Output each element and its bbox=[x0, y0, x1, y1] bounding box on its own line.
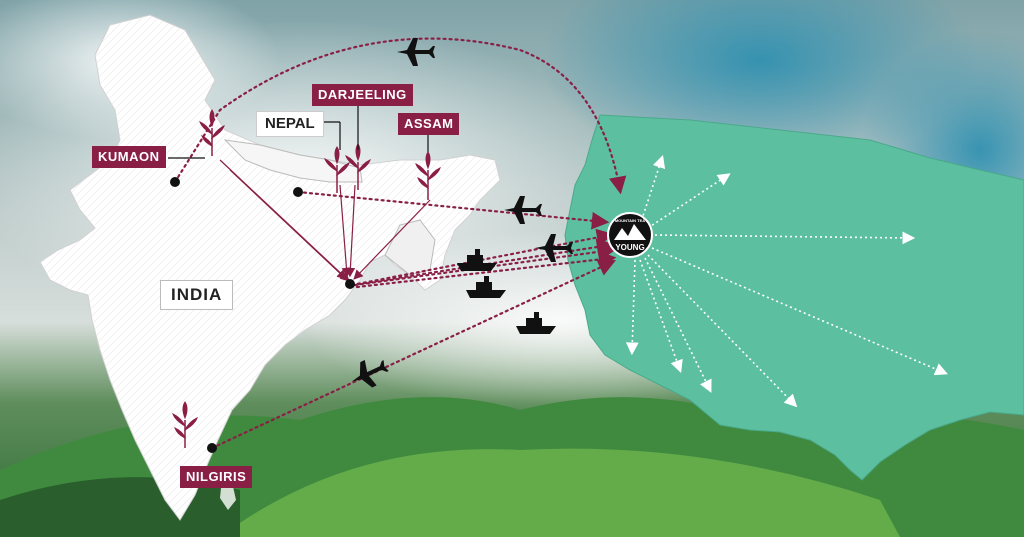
india-label: INDIA bbox=[160, 280, 234, 310]
kumaon-dot bbox=[170, 177, 180, 187]
nepal-dot bbox=[293, 187, 303, 197]
airplane-icon bbox=[535, 234, 573, 262]
ship-icon bbox=[516, 312, 556, 334]
assam-label: ASSAM bbox=[398, 113, 460, 135]
logo-sub-text: MOUNTAIN TEA bbox=[615, 218, 645, 223]
kumaon-label: KUMAON bbox=[92, 146, 166, 168]
nepal-label: NEPAL bbox=[256, 111, 324, 137]
ship-icon bbox=[457, 249, 497, 271]
tea-plant-icon bbox=[172, 401, 198, 448]
label-leader-lines bbox=[168, 104, 429, 159]
nepal-map-shape bbox=[223, 139, 363, 183]
darjeeling-label: DARJEELING bbox=[312, 84, 413, 106]
origin-dots bbox=[170, 177, 355, 453]
india-map-hatch bbox=[40, 15, 500, 520]
distribution-arrows bbox=[625, 154, 948, 408]
airplane-icon bbox=[351, 360, 389, 388]
nilgiris-label: NILGIRIS bbox=[180, 466, 253, 488]
tea-terraces bbox=[220, 448, 900, 537]
young-mountain-tea-logo-icon: YOUNG MOUNTAIN TEA bbox=[607, 212, 653, 258]
airplane-icon bbox=[504, 196, 542, 224]
kolkata-hub-dot bbox=[345, 279, 355, 289]
logo-main-text: YOUNG bbox=[615, 243, 644, 252]
nilgiris-dot bbox=[207, 443, 217, 453]
tea-plant-icon bbox=[199, 109, 225, 156]
internal-routes bbox=[219, 159, 431, 282]
tea-plant-icon bbox=[324, 146, 350, 193]
ship-icon bbox=[466, 276, 506, 298]
tea-plant-icon bbox=[345, 143, 371, 190]
tea-plant-icon bbox=[415, 151, 441, 200]
airplane-icon bbox=[397, 38, 435, 66]
